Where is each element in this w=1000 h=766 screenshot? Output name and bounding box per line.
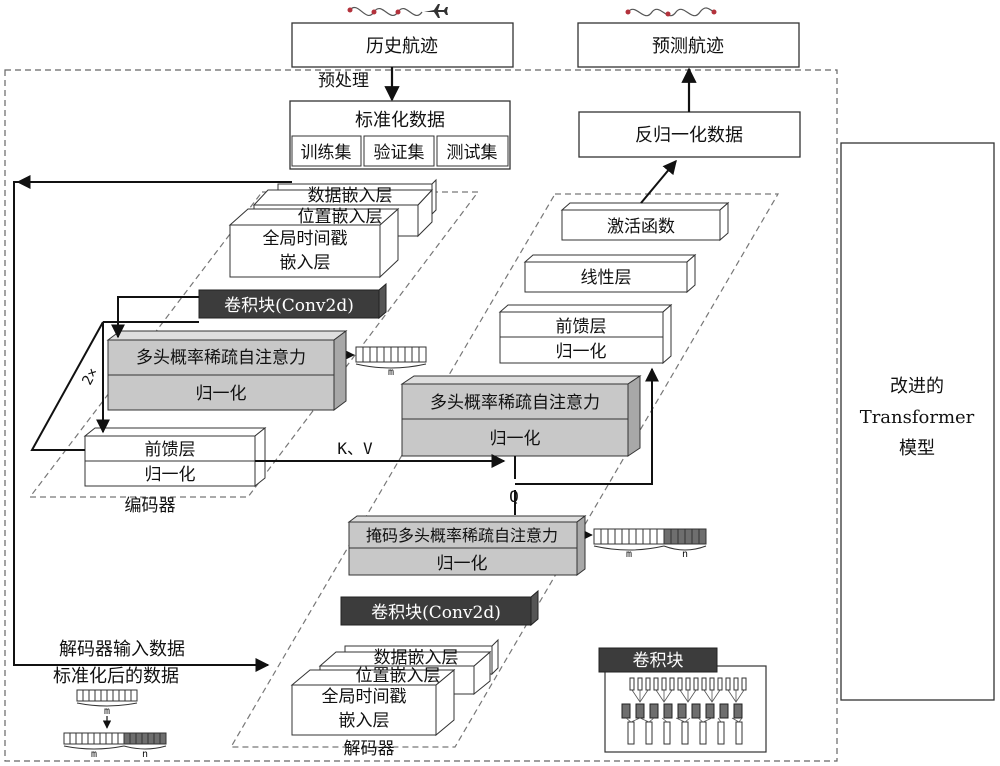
decoder-time-embed-label-2: 嵌入层	[339, 711, 390, 731]
encoder-attention-label: 多头概率稀疏自注意力	[136, 348, 306, 368]
encoder-pos-embed-label: 位置嵌入层	[298, 207, 383, 227]
denormalize-label: 反归一化数据	[635, 125, 743, 146]
q-label: Q	[509, 487, 519, 506]
decoder-input-seq2-n-label: n	[142, 749, 148, 760]
prediction-title: 预测航迹	[652, 36, 724, 57]
encoder-seq-m-label: m	[388, 367, 394, 378]
decoder-masked-attention-label: 掩码多头概率稀疏自注意力	[366, 526, 558, 545]
decoder-flow-lines	[255, 367, 659, 515]
decoder-conv-block: 卷积块(Conv2d)	[340, 589, 539, 627]
decoder-input-seq-m-label: m	[104, 706, 110, 717]
encoder-embedding-stack: 数据嵌入层 位置嵌入层 全局时间戳 嵌入层	[228, 178, 437, 279]
decoder-masked-attention-block: 掩码多头概率稀疏自注意力 归一化	[347, 515, 587, 576]
encoder-sequence-m: m	[346, 346, 427, 378]
history-trajectory-icon	[347, 4, 448, 18]
model-frame	[4, 69, 838, 762]
decoder-conv-label: 卷积块(Conv2d)	[371, 603, 501, 623]
encoder-flow-lines	[30, 296, 199, 451]
encoder-time-embed-label-2: 嵌入层	[280, 253, 331, 273]
decoder-cross-attention-label: 多头概率稀疏自注意力	[430, 393, 600, 413]
validation-set-label: 验证集	[374, 143, 425, 163]
conv-block-legend: 卷积块	[598, 647, 767, 753]
kv-label: K、V	[337, 439, 373, 458]
encoder-norm2-label: 归一化	[145, 465, 196, 485]
decoder-data-embed-label: 数据嵌入层	[374, 648, 459, 668]
test-set-label: 测试集	[447, 143, 498, 163]
decoder-input-flow	[13, 175, 292, 672]
decoder-norm-cross-label: 归一化	[490, 429, 541, 449]
standardized-title: 标准化数据	[355, 110, 445, 131]
decoder-time-embed-label-1: 全局时间戳	[322, 687, 407, 707]
encoder-time-embed-label-1: 全局时间戳	[263, 229, 348, 249]
decoder-ffn-label: 前馈层	[556, 317, 607, 337]
standardized-data-label: 标准化后的数据	[53, 666, 179, 687]
preprocess-label: 预处理	[318, 71, 369, 91]
decoder-activation-block: 激活函数	[560, 201, 730, 242]
decoder-embedding-stack: 数据嵌入层 位置嵌入层 全局时间戳 嵌入层	[290, 638, 499, 737]
prediction-trajectory-icon	[625, 7, 717, 17]
encoder-label: 编码器	[125, 496, 176, 516]
decoder-seq-m-label: m	[626, 549, 632, 560]
decoder-input-label: 解码器输入数据	[59, 639, 185, 660]
decoder-norm-ffn-label: 归一化	[556, 342, 607, 362]
activation-to-denorm-arrow	[640, 159, 677, 204]
decoder-input-sequence-mn: m n	[63, 732, 167, 760]
denormalize-box: 反归一化数据	[578, 111, 801, 158]
encoder-data-embed-label: 数据嵌入层	[308, 186, 393, 206]
decoder-pos-embed-label: 位置嵌入层	[356, 666, 441, 686]
encoder-ffn-label: 前馈层	[145, 440, 196, 460]
standardized-data-box: 标准化数据 训练集 验证集 测试集	[289, 100, 511, 170]
decoder-activation-label: 激活函数	[607, 217, 675, 237]
encoder-repeat-label: 2×	[79, 365, 101, 387]
legend-conv-title: 卷积块	[633, 651, 684, 671]
decoder-label: 解码器	[344, 739, 395, 759]
decoder-linear-block: 线性层	[523, 253, 697, 294]
decoder-sequence-mn: m n	[584, 528, 707, 560]
encoder-attention-block: 多头概率稀疏自注意力 归一化	[106, 330, 348, 411]
side-line2: Transformer	[860, 407, 975, 428]
decoder-input-seq2-m-label: m	[91, 749, 97, 760]
decoder-seq-n-label: n	[682, 549, 688, 560]
history-trajectory-box: 历史航迹	[291, 22, 514, 68]
encoder-conv-block: 卷积块(Conv2d)	[198, 282, 387, 320]
encoder-norm1-label: 归一化	[196, 384, 247, 404]
decoder-norm-masked-label: 归一化	[437, 554, 488, 574]
encoder-ffn-block: 前馈层 归一化	[83, 426, 267, 488]
decoder-linear-label: 线性层	[581, 268, 632, 288]
model-side-box: 改进的 Transformer 模型	[840, 142, 995, 701]
train-set-label: 训练集	[301, 143, 352, 163]
decoder-dashed-frame	[229, 193, 780, 748]
prediction-trajectory-box: 预测航迹	[577, 22, 800, 68]
decoder-input-sequence-m: m	[76, 689, 138, 729]
side-line3: 模型	[899, 438, 935, 459]
decoder-cross-attention-block: 多头概率稀疏自注意力 归一化	[400, 375, 642, 457]
side-line1: 改进的	[890, 376, 944, 397]
history-title: 历史航迹	[366, 36, 438, 57]
encoder-conv-label: 卷积块(Conv2d)	[224, 296, 354, 316]
decoder-ffn-block: 前馈层 归一化	[498, 303, 673, 365]
